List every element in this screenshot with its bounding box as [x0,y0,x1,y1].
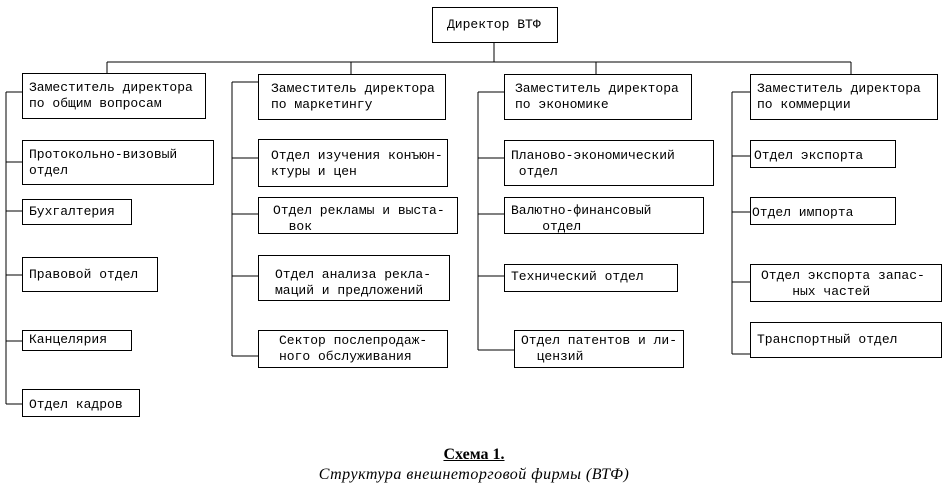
director-box: Директор ВТФ [432,7,558,43]
after-sales-sector-box: Сектор послепродаж- ного обслуживания [258,330,448,368]
chancellery-box: Канцелярия [22,330,132,351]
caption-title: Схема 1. [443,446,505,463]
export-dept-box: Отдел экспорта [750,140,896,168]
deputy-commerce-box: Заместитель директора по коммерции [750,74,938,120]
legal-dept-box: Правовой отдел [22,257,158,292]
deputy-economics-box: Заместитель директора по экономике [504,74,692,120]
protocol-visa-dept-box: Протокольно-визовый отдел [22,140,214,185]
deputy-general-box: Заместитель директора по общим вопросам [22,73,206,119]
caption-subtitle: Структура внешнеторговой фирмы (ВТФ) [318,466,630,483]
deputy-marketing-box: Заместитель директора по маркетингу [258,74,446,120]
advertising-dept-box: Отдел рекламы и выста- вок [258,197,458,234]
planning-economics-dept-box: Планово-экономический отдел [504,140,714,186]
import-dept-box: Отдел импорта [750,197,896,225]
claims-analysis-dept-box: Отдел анализа рекла- маций и предложений [258,255,450,301]
currency-finance-dept-box: Валютно-финансовый отдел [504,197,704,234]
transport-dept-box: Транспортный отдел [750,322,942,358]
accounting-box: Бухгалтерия [22,199,132,225]
patents-licenses-dept-box: Отдел патентов и ли- цензий [514,330,684,368]
spare-parts-export-dept-box: Отдел экспорта запас- ных частей [750,264,942,302]
market-research-dept-box: Отдел изучения конъюн- ктуры и цен [258,139,448,187]
technical-dept-box: Технический отдел [504,264,678,292]
hr-dept-box: Отдел кадров [22,389,140,417]
